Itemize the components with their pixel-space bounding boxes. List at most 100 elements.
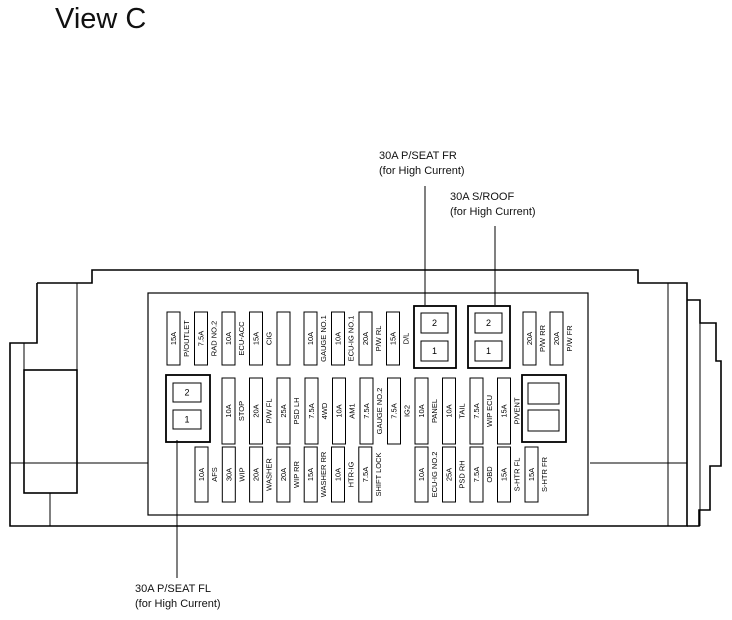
fuse-label: AM1 xyxy=(348,403,357,418)
fuse-rating: 20A xyxy=(252,404,261,417)
relay-pin-number: 2 xyxy=(432,318,437,328)
fuse-label: GAUGE NO.1 xyxy=(319,315,328,362)
fuse-body xyxy=(469,446,484,503)
fuse-body xyxy=(497,446,511,503)
fuse-rating: 15A xyxy=(527,468,536,481)
fuse-rating: 25A xyxy=(279,404,288,417)
fuse-rating: 7.5A xyxy=(307,403,316,418)
fuse-label: HTR-IG xyxy=(347,461,356,487)
fuse-label: SHIFT LOCK xyxy=(374,452,383,496)
fuse-label: P/VENT xyxy=(513,397,522,425)
fuse-body xyxy=(303,311,318,366)
fuse: 7.5A IG2 xyxy=(387,377,412,445)
fuse: 15A S-HTR FR xyxy=(524,446,549,503)
view-title: View C xyxy=(55,3,147,35)
fuse: 7.5A WIP ECU xyxy=(469,377,494,445)
fuse-label: S-HTR FR xyxy=(540,456,549,492)
fuse-body xyxy=(497,377,511,445)
fuse-rating: 7.5A xyxy=(472,467,481,482)
fuse: 15A P/VENT xyxy=(497,377,522,445)
relay-pin-number: 2 xyxy=(184,388,189,398)
fuse-body xyxy=(387,377,401,445)
fuse-label: IG2 xyxy=(403,405,412,417)
fuse: 7.5A OBD xyxy=(469,446,494,503)
fuse-rating: 20A xyxy=(525,332,534,345)
relay-pin-number: 1 xyxy=(184,415,189,425)
fuse: 15A P/OUTLET xyxy=(166,311,191,366)
fuse-rating: 15A xyxy=(500,404,509,417)
fuse-rating: 20A xyxy=(252,468,261,481)
fuse-rating: 10A xyxy=(417,468,426,481)
fuse-body xyxy=(442,377,456,445)
fuse xyxy=(276,311,291,366)
fuse-label: WASHER xyxy=(265,458,274,491)
relay-pin xyxy=(527,382,560,405)
fuse-label: P/W RL xyxy=(374,326,383,352)
fuse-label: P/W FR xyxy=(565,325,574,352)
callout-pseat-fr-name: 30A P/SEAT FR xyxy=(379,150,457,162)
callout-sroof-note: (for High Current) xyxy=(450,206,536,218)
callout-sroof-name: 30A S/ROOF xyxy=(450,191,515,203)
relay-pin xyxy=(420,340,449,362)
fuse-body xyxy=(358,311,373,366)
fuse-rating: 10A xyxy=(334,468,343,481)
fuse-rating: 15A xyxy=(500,468,509,481)
fuse: 20A P/W FL xyxy=(249,377,274,445)
fuse-body xyxy=(549,311,564,366)
fuse-rating: 7.5A xyxy=(362,403,371,418)
fuse-rating: 7.5A xyxy=(472,403,481,418)
fuse: 20A WASHER xyxy=(249,446,274,503)
fuse-label: PSD LH xyxy=(292,397,301,424)
fuse-rating: 30A xyxy=(224,468,233,481)
fuse-rating: 15A xyxy=(169,332,178,345)
fuse-rating: 7.5A xyxy=(390,403,399,418)
callout-pseat-fl-name: 30A P/SEAT FL xyxy=(135,583,212,595)
fuse-body xyxy=(414,446,429,503)
fuse-label: WIP RR xyxy=(292,460,301,488)
fuse-label: WIP ECU xyxy=(485,395,494,427)
relay: 21 xyxy=(467,305,511,369)
fuse-body xyxy=(221,311,236,366)
fuse-label: D/L xyxy=(402,333,411,345)
leader-lines xyxy=(176,186,496,578)
fuse-label: 4WD xyxy=(320,402,329,419)
callout-sroof: 30A S/ROOF (for High Current) xyxy=(450,190,536,220)
callout-pseat-fr: 30A P/SEAT FR (for High Current) xyxy=(379,149,465,179)
fuse-rating: 25A xyxy=(445,468,454,481)
fuse: 7.5A 4WD xyxy=(304,377,329,445)
callout-pseat-fl: 30A P/SEAT FL (for High Current) xyxy=(135,582,221,612)
fuse-rating: 10A xyxy=(334,332,343,345)
fuse-label: P/W FL xyxy=(265,398,274,423)
fuse-rating: 10A xyxy=(224,332,233,345)
fuse-body xyxy=(221,446,236,503)
relay-pin xyxy=(420,312,449,334)
fuse-body xyxy=(249,446,264,503)
fuse-label: OBD xyxy=(485,466,494,483)
fuse: 20A P/W FR xyxy=(549,311,574,366)
fuse-rating: 20A xyxy=(552,332,561,345)
fuse-body xyxy=(249,377,263,445)
fuse: 10A HTR-IG xyxy=(331,446,356,503)
fuse-rating: 10A xyxy=(445,404,454,417)
fuse-label: RAD NO.2 xyxy=(210,321,219,356)
fuse-label: P/OUTLET xyxy=(182,320,191,357)
